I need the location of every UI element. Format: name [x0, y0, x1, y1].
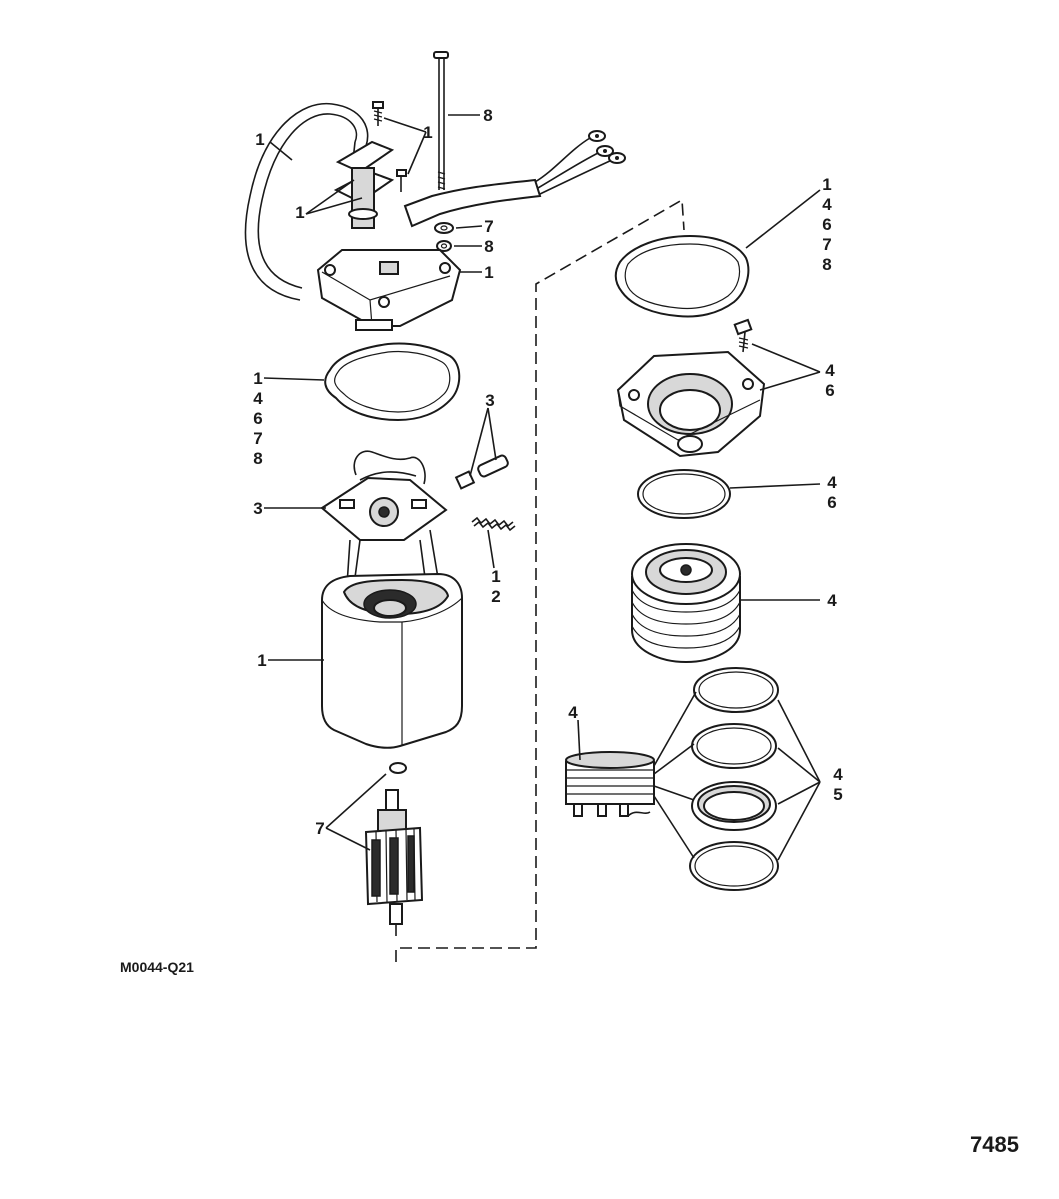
- callout-number: 1: [257, 651, 266, 670]
- callout-brush-plate: 3: [253, 499, 262, 518]
- callout-number: 8: [822, 255, 831, 274]
- callout-number: 4: [253, 389, 263, 408]
- callout-number: 2: [491, 587, 500, 606]
- screw-part: [372, 101, 384, 126]
- callout-armature: 7: [315, 819, 324, 838]
- callout-number: 1: [491, 567, 500, 586]
- pump-stack-part: [565, 751, 655, 817]
- callout-number: 1: [253, 369, 262, 388]
- callout-number: 4: [827, 473, 837, 492]
- callout-washer-7: 7: [484, 217, 493, 236]
- callout-number: 6: [827, 493, 836, 512]
- callout-number: 6: [825, 381, 834, 400]
- screw-part: [733, 318, 753, 353]
- washer-part: [434, 222, 454, 234]
- callout-number: 1: [295, 203, 304, 222]
- assembly-path-line: [395, 198, 685, 962]
- callout-number: 7: [253, 429, 262, 448]
- callout-number: 3: [253, 499, 262, 518]
- armature-part: [364, 762, 424, 936]
- callout-thru-bolt: 8: [483, 106, 492, 125]
- drawing-id: M0044-Q21: [120, 959, 194, 975]
- callout-number: 4: [827, 591, 837, 610]
- seal-gasket-part: [614, 234, 750, 318]
- callout-number: 4: [568, 703, 578, 722]
- callout-number: 8: [253, 449, 262, 468]
- callout-number: 4: [833, 765, 843, 784]
- o-ring-part: [637, 469, 731, 519]
- callout-number: 3: [485, 391, 494, 410]
- callout-number: 7: [315, 819, 324, 838]
- motor-frame-part: [321, 572, 463, 749]
- callout-number: 6: [822, 215, 831, 234]
- o-ring-part: [693, 667, 779, 713]
- pump-body-part: [631, 543, 741, 664]
- page-number: 7485: [970, 1132, 1019, 1157]
- wire-harness-part: [403, 130, 626, 228]
- callout-number: 5: [833, 785, 842, 804]
- brush-plate-part: [320, 450, 448, 601]
- callout-pump-body: 4: [827, 591, 837, 610]
- washer-part: [436, 240, 452, 252]
- callout-number: 1: [255, 130, 264, 149]
- callout-washer-8: 8: [484, 237, 493, 256]
- callout-hose: 1: [255, 130, 264, 149]
- screw-part: [396, 169, 407, 192]
- callout-number: 4: [822, 195, 832, 214]
- clamp-plate-part: [333, 140, 395, 229]
- callout-number: 7: [822, 235, 831, 254]
- callout-number: 1: [822, 175, 831, 194]
- o-ring-part: [691, 781, 777, 831]
- callout-number: 4: [825, 361, 835, 380]
- callout-motor-frame: 1: [257, 651, 266, 670]
- seal-gasket-part: [324, 342, 461, 422]
- callout-number: 1: [484, 263, 493, 282]
- spring-part: [471, 516, 516, 532]
- thru-bolt-part: [433, 51, 449, 190]
- callout-number: 1: [423, 123, 432, 142]
- callout-number: 8: [484, 237, 493, 256]
- callout-end-cap: 1: [484, 263, 493, 282]
- callout-screws-top: 1: [423, 123, 432, 142]
- end-cap-part: [316, 249, 462, 331]
- callout-clamp-plates: 1: [295, 203, 304, 222]
- callout-number: 8: [483, 106, 492, 125]
- leader-lines: [263, 114, 821, 861]
- o-ring-part: [689, 841, 779, 891]
- callout-pump-stack: 4: [568, 703, 578, 722]
- o-ring-part: [691, 723, 777, 769]
- flange-housing-part: [616, 350, 766, 458]
- callout-number: 7: [484, 217, 493, 236]
- callout-brush-pair: 3: [485, 391, 494, 410]
- callout-number: 6: [253, 409, 262, 428]
- brush-part: [454, 454, 509, 490]
